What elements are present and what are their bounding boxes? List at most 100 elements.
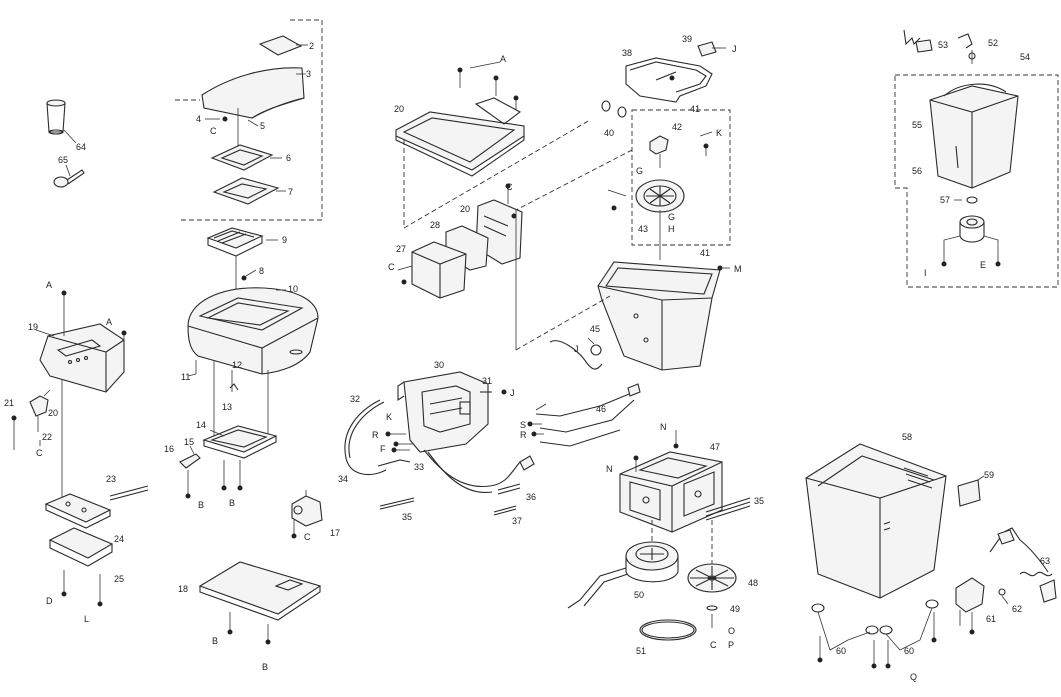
label-N2: N: [606, 464, 613, 474]
screws-D-L: [61, 570, 103, 607]
label-A1: A: [46, 280, 52, 290]
part-6-plate: [210, 144, 282, 171]
screws-S-R: [527, 421, 544, 437]
label-C3: C: [36, 448, 43, 458]
part-47-chassis: [619, 451, 723, 533]
label-54: 54: [1020, 52, 1030, 62]
label-N1: N: [660, 422, 667, 432]
part-58-outer-housing: [805, 443, 947, 599]
group-box-pan: [631, 109, 731, 246]
label-27: 27: [396, 244, 406, 254]
label-51: 51: [636, 646, 646, 656]
label-M1: M: [734, 264, 742, 274]
label-2: 2: [309, 41, 314, 51]
part-36-plug: [519, 455, 535, 471]
label-57: 57: [940, 195, 950, 205]
label-34: 34: [338, 474, 348, 484]
label-18: 18: [178, 584, 188, 594]
label-41: 41: [690, 104, 700, 114]
part-38-heater: [625, 57, 713, 103]
label-P1: P: [728, 640, 734, 650]
screws-A-tray: [457, 61, 519, 110]
label-56: 56: [912, 166, 922, 176]
label-B3: B: [212, 636, 218, 646]
part-64-cup: [46, 99, 77, 144]
part-57-ring: [954, 196, 978, 204]
label-S1: S: [520, 420, 526, 430]
part-63-power-cord: [989, 527, 1057, 603]
label-14: 14: [196, 420, 206, 430]
label-A3: A: [500, 54, 506, 64]
label-19: 19: [28, 322, 38, 332]
part-46-harness: [535, 383, 641, 447]
label-12: 12: [232, 360, 242, 370]
label-62: 62: [1012, 604, 1022, 614]
label-J1: J: [732, 44, 737, 54]
part-55-bread-pan: [929, 83, 1019, 189]
part-33-screws: [385, 431, 414, 453]
part-5-pin: [247, 119, 259, 127]
label-42: 42: [672, 122, 682, 132]
part-7-seal: [212, 177, 286, 205]
label-23: 23: [106, 474, 116, 484]
label-K2: K: [386, 412, 392, 422]
label-13: 13: [222, 402, 232, 412]
label-31: 31: [482, 376, 492, 386]
label-G1: G: [636, 166, 643, 176]
part-42-drive: [649, 135, 669, 168]
label-O1: O: [728, 626, 735, 636]
group-box-bread-pan: [894, 74, 1059, 288]
label-J3: J: [510, 388, 515, 398]
label-60b: 60: [904, 646, 914, 656]
part-59-label: [957, 475, 985, 507]
screws-K: [607, 131, 713, 211]
part-62-strain-relief: [998, 588, 1009, 605]
part-53-kneader: [903, 29, 933, 53]
part-36b-wire: [497, 483, 521, 495]
label-C4: C: [506, 182, 513, 192]
part-34-cable-loop: [423, 449, 521, 493]
label-3: 3: [306, 69, 311, 79]
label-C5: C: [388, 262, 395, 272]
part-50-motor: [567, 541, 679, 609]
part-41-chamber: [597, 261, 730, 371]
part-20-21-22-switch: [11, 389, 51, 450]
screws-N: [633, 430, 679, 472]
part-23-rod: [109, 485, 149, 501]
label-C6: C: [710, 640, 717, 650]
label-33: 33: [414, 462, 424, 472]
part-17-latch: [291, 490, 323, 539]
label-F1: F: [380, 444, 386, 454]
label-G2: G: [668, 212, 675, 222]
part-3-lid: [201, 67, 306, 119]
label-B4: B: [262, 662, 268, 672]
label-35b: 35: [754, 496, 764, 506]
label-C1: C: [210, 126, 217, 136]
part-24-pcb: [44, 493, 112, 529]
label-46: 46: [596, 404, 606, 414]
part-14-tray: [202, 425, 278, 459]
part-61-switch: [955, 577, 985, 635]
part-9-basket: [206, 227, 278, 257]
part-18-base-plate: [198, 561, 322, 645]
label-45: 45: [590, 324, 600, 334]
label-20c: 20: [460, 204, 470, 214]
label-48: 48: [748, 578, 758, 588]
label-H1: H: [668, 224, 675, 234]
part-56-coupling: [959, 215, 985, 243]
label-15: 15: [184, 437, 194, 447]
label-20: 20: [48, 408, 58, 418]
part-4-screw: [205, 116, 228, 122]
label-21: 21: [4, 398, 14, 408]
part-2-window: [258, 35, 308, 56]
label-I1: I: [924, 268, 927, 278]
label-5: 5: [260, 121, 265, 131]
label-D1: D: [46, 596, 53, 606]
part-49-washer: [706, 605, 718, 628]
label-37: 37: [512, 516, 522, 526]
label-E1: E: [980, 260, 986, 270]
part-48-pulley: [687, 563, 737, 593]
label-40: 40: [604, 128, 614, 138]
callout-labels: 2 3 4 C 5 6 7 9 8 10 11 12 13 14 15 16 B…: [4, 34, 1050, 682]
label-52: 52: [988, 38, 998, 48]
